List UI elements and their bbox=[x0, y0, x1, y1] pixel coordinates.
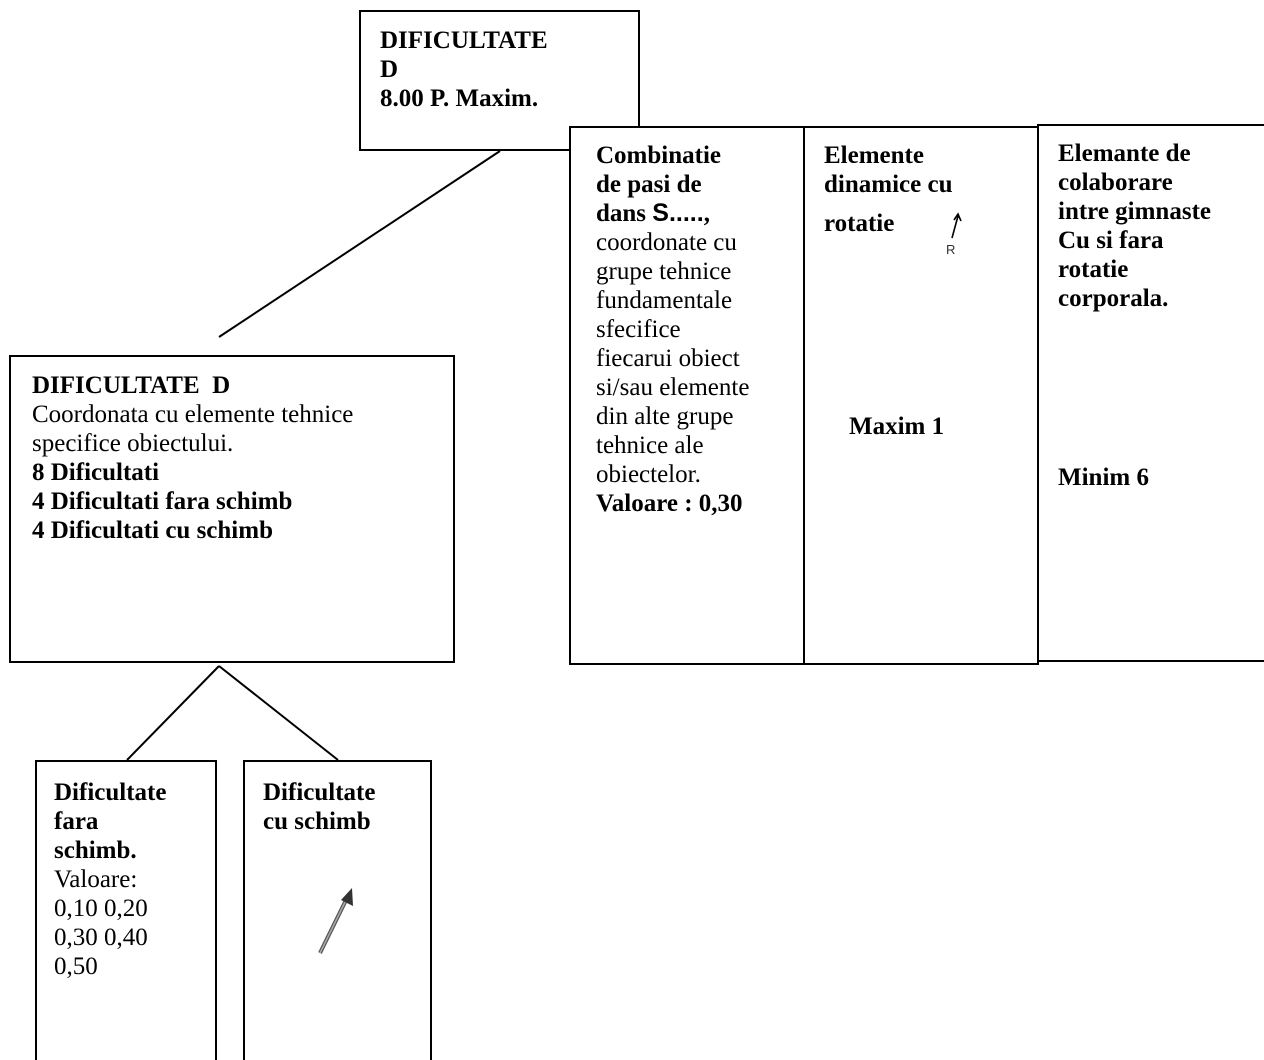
col3-bold-5: rotatie bbox=[1058, 256, 1129, 283]
col1-value: Valoare : 0,30 bbox=[596, 490, 743, 517]
col2-bold-3: rotatie bbox=[824, 210, 895, 237]
main-box-desc-2: specifice obiectului. bbox=[32, 430, 234, 457]
col1-bold-1: Combinatie bbox=[596, 142, 721, 169]
sub1-bold-2: fara bbox=[54, 808, 99, 835]
top-box-line-3: 8.00 P. Maxim. bbox=[380, 85, 539, 112]
sub1-text-1: Valoare: bbox=[54, 866, 138, 893]
sub1-text-3: 0,30 0,40 bbox=[54, 924, 148, 951]
col1-text-3: fundamentale bbox=[596, 287, 733, 314]
column-elemente-dinamice: Elemente dinamice cu rotatie R Maxim 1 bbox=[803, 126, 1039, 665]
col1-bold-2: de pasi de bbox=[596, 171, 702, 198]
top-box-dificultate: DIFICULTATE D 8.00 P. Maxim. bbox=[359, 10, 640, 151]
main-box-bold-2: 4 Dificultati fara schimb bbox=[32, 488, 293, 515]
column-combinatie: Combinatie de pasi de dans S....., coord… bbox=[569, 126, 805, 665]
col2-center-value: Maxim 1 bbox=[849, 413, 945, 440]
col3-bold-4: Cu si fara bbox=[1058, 227, 1164, 254]
main-to-sub1-connector bbox=[126, 665, 220, 761]
top-box-line-1: DIFICULTATE bbox=[380, 27, 548, 54]
sub2-bold-2: cu schimb bbox=[263, 808, 371, 835]
main-box-bold-3: 4 Dificultati cu schimb bbox=[32, 517, 273, 544]
diagonal-arrow-icon bbox=[318, 888, 353, 954]
col3-bold-6: corporala. bbox=[1058, 285, 1169, 312]
rotation-r-letter: R bbox=[946, 242, 955, 256]
sub-box-fara-schimb: Dificultate fara schimb. Valoare: 0,10 0… bbox=[35, 760, 217, 1060]
rotation-r-icon: R bbox=[946, 212, 962, 256]
col1-dans-comma: , bbox=[703, 200, 710, 227]
top-box-line-2: D bbox=[380, 56, 399, 83]
sub-box-cu-schimb: Dificultate cu schimb bbox=[243, 760, 432, 1060]
col2-bold-1: Elemente bbox=[824, 142, 924, 169]
sub1-text-4: 0,50 bbox=[54, 953, 98, 980]
sub1-text-2: 0,10 0,20 bbox=[54, 895, 148, 922]
col3-bold-1: Elemante de bbox=[1058, 140, 1191, 167]
col1-text-7: din alte grupe bbox=[596, 403, 734, 430]
col3-bold-3: intre gimnaste bbox=[1058, 198, 1211, 225]
sub1-bold-1: Dificultate bbox=[54, 779, 167, 806]
sub1-bold-3: schimb. bbox=[54, 837, 137, 864]
col2-bold-2: dinamice cu bbox=[824, 171, 953, 198]
col1-text-4: sfecifice bbox=[596, 316, 681, 343]
main-box-desc-1: Coordonata cu elemente tehnice bbox=[32, 401, 354, 428]
col1-dans-s: S..... bbox=[652, 199, 704, 227]
col3-bold-2: colaborare bbox=[1058, 169, 1173, 196]
col1-text-6: si/sau elemente bbox=[596, 374, 750, 401]
col1-dans-label: dans bbox=[596, 200, 653, 227]
col1-dans-line: dans S....., bbox=[596, 199, 803, 228]
col1-text-5: fiecarui obiect bbox=[596, 345, 740, 372]
main-to-sub2-connector bbox=[218, 665, 339, 761]
column-elemente-colaborare: Elemante de colaborare intre gimnaste Cu… bbox=[1037, 124, 1264, 662]
main-box-title: DIFICULTATE D bbox=[32, 372, 231, 399]
top-to-main-connector bbox=[218, 150, 501, 338]
col1-text-8: tehnice ale bbox=[596, 432, 704, 459]
col1-text-1: coordonate cu bbox=[596, 229, 737, 256]
col3-center-value: Minim 6 bbox=[1058, 464, 1149, 491]
main-box-dificultate: DIFICULTATE D Coordonata cu elemente teh… bbox=[9, 355, 455, 663]
col1-text-2: grupe tehnice bbox=[596, 258, 732, 285]
col1-text-9: obiectelor. bbox=[596, 461, 701, 488]
main-box-bold-1: 8 Dificultati bbox=[32, 459, 160, 486]
sub2-bold-1: Dificultate bbox=[263, 779, 376, 806]
